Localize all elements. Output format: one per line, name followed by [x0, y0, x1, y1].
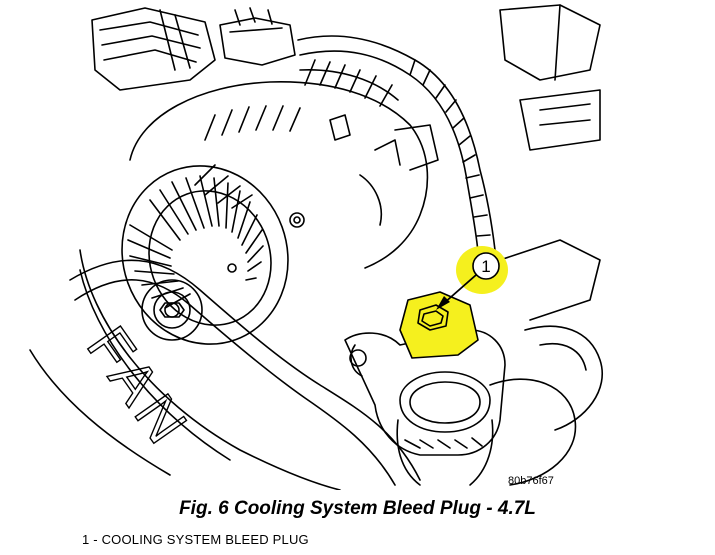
callout-circle [472, 252, 500, 280]
bleed-plug-highlight [400, 292, 478, 358]
image-code: 80b76f67 [508, 475, 554, 487]
alternator-pulley [121, 165, 289, 345]
thermostat-housing [344, 329, 506, 486]
legend-item: 1 - COOLING SYSTEM BLEED PLUG [82, 532, 309, 547]
engine-diagram: 1 FAN 80b76f67 [29, 4, 603, 490]
wire-harness [297, 35, 496, 253]
tensioner-pulley [141, 279, 203, 341]
upper-left-bracket [91, 7, 216, 91]
fan-shroud [29, 249, 341, 490]
drive-belt [69, 259, 421, 486]
fan-shroud-text: FAN [74, 315, 202, 459]
figure-caption: Fig. 6 Cooling System Bleed Plug - 4.7L [179, 498, 536, 519]
alternator [129, 59, 439, 269]
bleed-plug [399, 291, 479, 359]
sensor-connector [219, 7, 296, 66]
callout-number: 1 [481, 257, 490, 276]
callout-arrowhead [436, 296, 450, 310]
right-side-hoses [489, 239, 603, 486]
figure-legend: 1 - COOLING SYSTEM BLEED PLUG [82, 532, 309, 547]
upper-right-block [499, 4, 601, 151]
callout-leader-line [442, 274, 477, 305]
